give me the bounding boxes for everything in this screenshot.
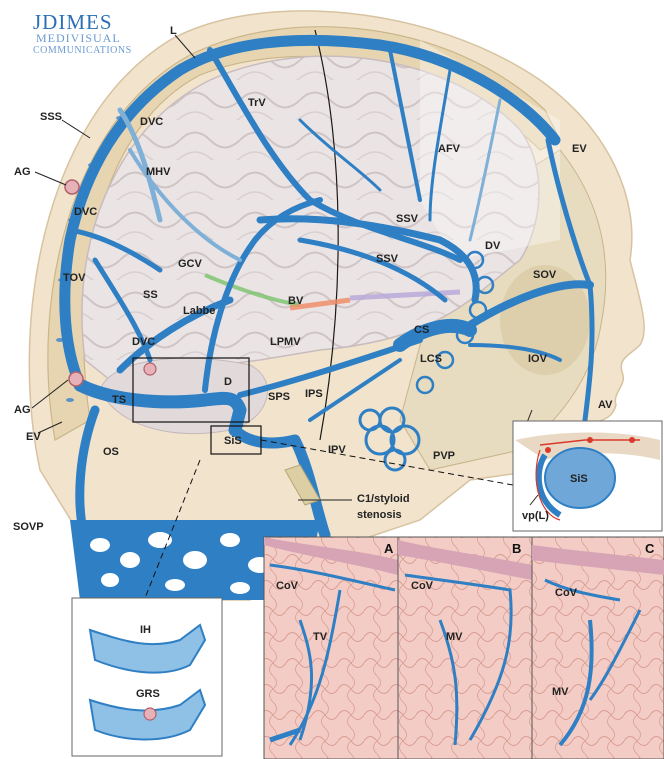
label-trv: TrV <box>248 97 266 109</box>
label-mhv: MHV <box>146 166 171 178</box>
label-ips: IPS <box>305 388 323 400</box>
label-dvc-low: DVC <box>132 336 155 348</box>
inset-grs-label: GRS <box>136 688 160 700</box>
brand-line-3: COMMUNICATIONS <box>33 45 132 56</box>
label-ag-top: AG <box>14 166 31 178</box>
panel-a: A CoV TV <box>264 537 398 759</box>
inset-ih-label: IH <box>140 624 151 636</box>
panel-c: C CoV MV <box>532 537 664 759</box>
label-ssv-lower: SSV <box>376 253 399 265</box>
panel-a-cov: CoV <box>276 580 299 592</box>
panel-a-vessel: TV <box>313 631 328 643</box>
label-cs: CS <box>414 324 429 336</box>
label-tov: TOV <box>63 272 86 284</box>
arachnoid-granulation-top <box>65 180 79 194</box>
label-dv: DV <box>485 240 501 252</box>
label-av: AV <box>598 399 613 411</box>
label-ev-left: EV <box>26 431 41 443</box>
panel-b-vessel: MV <box>446 631 463 643</box>
label-os: OS <box>103 446 119 458</box>
label-c1-line2: stenosis <box>357 509 402 521</box>
label-ipv: IPV <box>328 444 346 456</box>
label-c1-line1: C1/styloid <box>357 493 410 505</box>
label-sss: SSS <box>40 111 62 123</box>
label-pvp: PVP <box>433 450 455 462</box>
label-gcv: GCV <box>178 258 203 270</box>
label-lcs: LCS <box>420 353 442 365</box>
label-bv: BV <box>288 295 304 307</box>
label-sis: SiS <box>224 435 242 447</box>
panel-b-cov: CoV <box>411 580 434 592</box>
label-l: L <box>170 25 177 37</box>
label-ag-bottom: AG <box>14 404 31 416</box>
label-ts: TS <box>112 394 126 406</box>
inset-ih-grs: IH GRS <box>72 598 222 756</box>
label-lpmv: LPMV <box>270 336 301 348</box>
panel-c-letter: C <box>645 541 655 556</box>
inset-sis-label: SiS <box>570 473 588 485</box>
panel-b: B CoV MV <box>398 537 532 759</box>
label-sps: SPS <box>268 391 290 403</box>
brand-line-2: MEDIVISUAL <box>36 31 121 45</box>
arachnoid-granulation-bottom <box>69 372 83 386</box>
label-sov: SOV <box>533 269 557 281</box>
label-d: D <box>224 376 232 388</box>
inset-vp-label: vp(L) <box>522 510 549 522</box>
label-dvc-top: DVC <box>140 116 163 128</box>
label-ss: SS <box>143 289 158 301</box>
label-ev-right: EV <box>572 143 587 155</box>
granulation-dvc <box>144 363 156 375</box>
label-dvc-mid: DVC <box>74 206 97 218</box>
label-afv: AFV <box>438 143 461 155</box>
inset-sis-cross-section: SiS vp(L) <box>513 421 662 531</box>
label-labbe: Labbe <box>183 305 215 317</box>
panel-b-letter: B <box>512 541 521 556</box>
panel-c-vessel: MV <box>552 686 569 698</box>
label-ssv-upper: SSV <box>396 213 419 225</box>
panel-a-letter: A <box>384 541 394 556</box>
label-sovp: SOVP <box>13 521 44 533</box>
label-iov: IOV <box>528 353 548 365</box>
panel-c-cov: CoV <box>555 587 578 599</box>
